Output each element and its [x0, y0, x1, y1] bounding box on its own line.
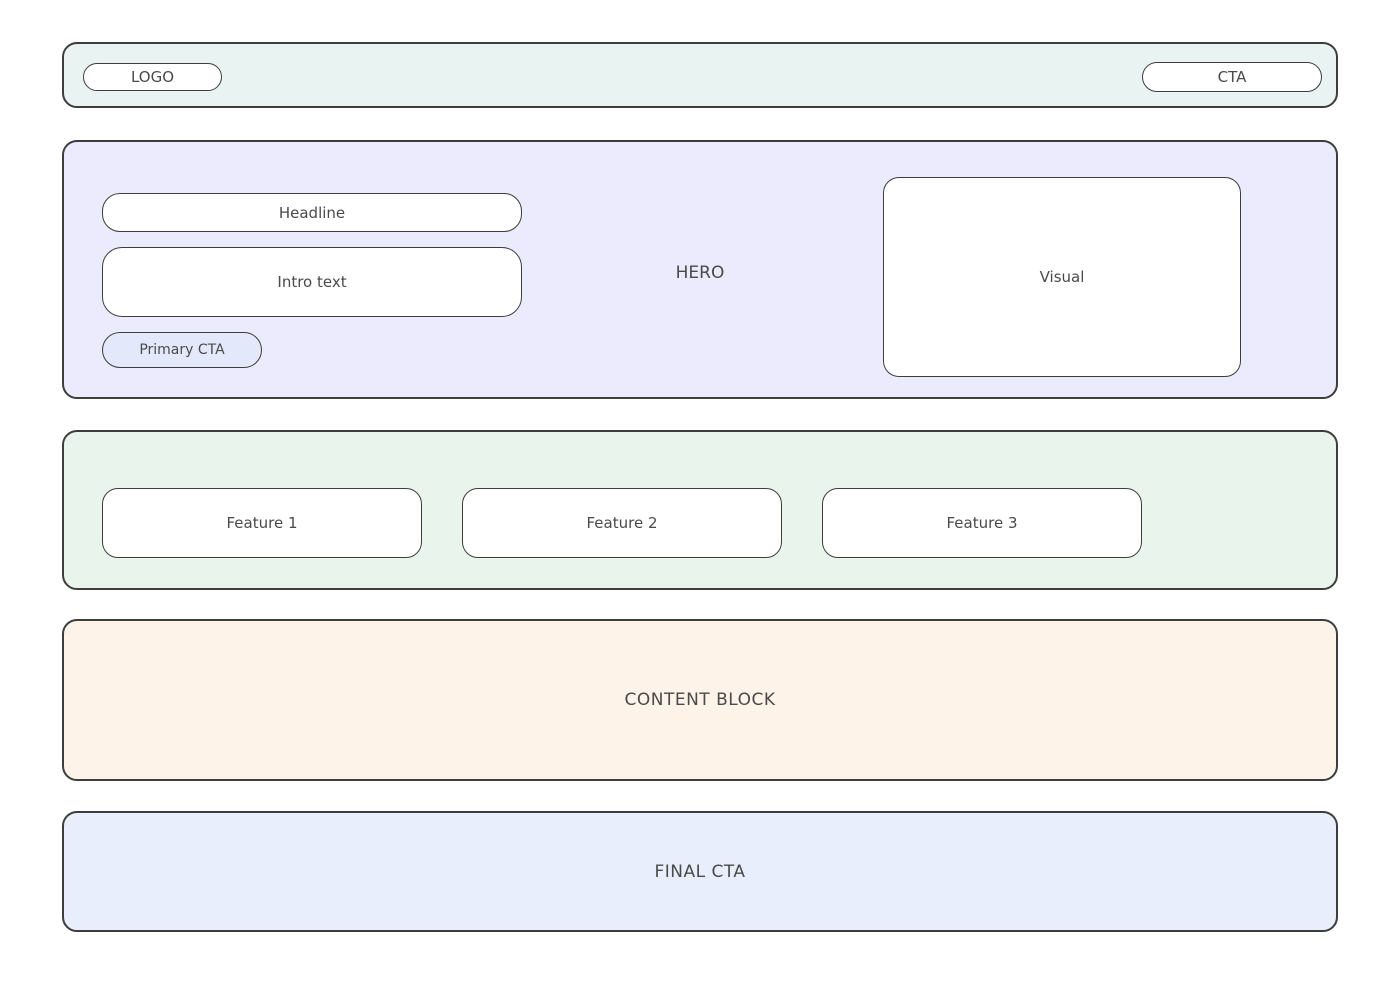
features-section: Feature 1 Feature 2 Feature 3 — [62, 430, 1338, 590]
feature-card-1: Feature 1 — [102, 488, 422, 558]
feature-card-3: Feature 3 — [822, 488, 1142, 558]
hero-section-label: HERO — [675, 263, 725, 283]
logo-pill[interactable]: LOGO — [83, 63, 222, 91]
intro-text-placeholder: Intro text — [102, 247, 522, 317]
top-bar: LOGO CTA — [62, 42, 1338, 108]
feature-card-2: Feature 2 — [462, 488, 782, 558]
final-cta-section: FINAL CTA — [62, 811, 1338, 932]
content-block-section: CONTENT BLOCK — [62, 619, 1338, 781]
visual-placeholder: Visual — [883, 177, 1241, 377]
headline-placeholder: Headline — [102, 193, 522, 232]
hero-section: Headline Intro text Primary CTA HERO Vis… — [62, 140, 1338, 399]
primary-cta-button[interactable]: Primary CTA — [102, 332, 262, 368]
header-cta-button[interactable]: CTA — [1142, 62, 1322, 92]
